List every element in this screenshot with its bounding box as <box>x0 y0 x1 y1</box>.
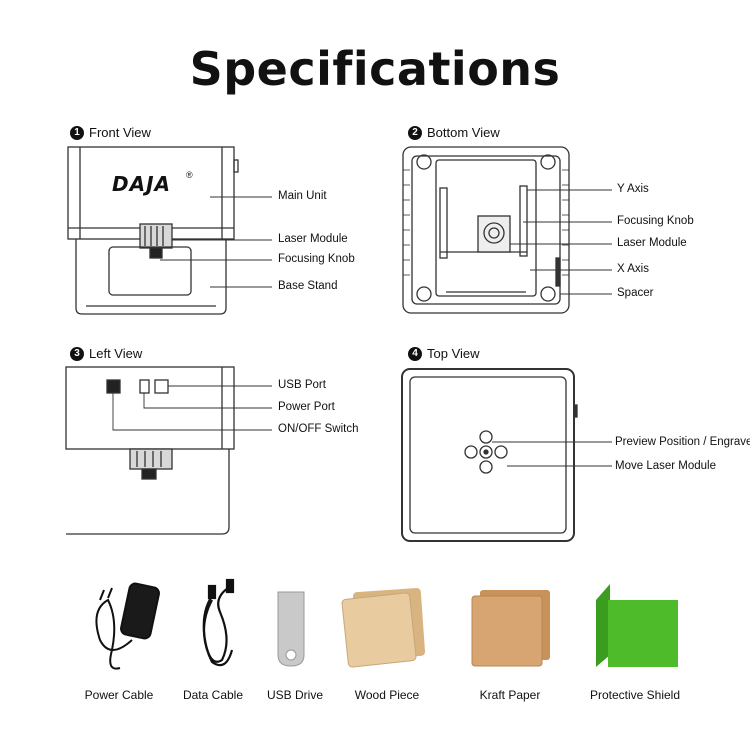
section-front-view: 1 Front View <box>70 125 151 140</box>
left-view-drawing <box>65 366 272 535</box>
label-spacer: Spacer <box>617 287 654 299</box>
label-focusing-knob: Focusing Knob <box>278 253 355 265</box>
section-left-view: 3 Left View <box>70 346 142 361</box>
label-power-cable: Power Cable <box>84 688 154 702</box>
power-cable-icon <box>95 582 160 670</box>
usb-drive-icon <box>277 591 305 667</box>
section-number: 3 <box>70 346 84 361</box>
label-laser-module: Laser Module <box>278 233 348 245</box>
kraft-paper-icon <box>471 590 550 667</box>
label-usb-port: USB Port <box>278 379 326 391</box>
section-label: Left View <box>89 346 143 361</box>
label-move-laser-module: Move Laser Module <box>615 460 716 472</box>
label-base-stand: Base Stand <box>278 280 338 292</box>
label-x-axis: X Axis <box>617 263 649 275</box>
label-focusing-knob: Focusing Knob <box>617 215 694 227</box>
label-kraft-paper: Kraft Paper <box>479 688 541 702</box>
label-y-axis: Y Axis <box>617 183 649 195</box>
section-label: Top View <box>427 346 480 361</box>
label-data-cable: Data Cable <box>182 688 244 702</box>
label-main-unit: Main Unit <box>278 190 327 202</box>
section-label: Front View <box>89 125 151 140</box>
wood-piece-icon <box>341 587 426 668</box>
section-bottom-view: 2 Bottom View <box>408 125 500 140</box>
label-on-off-switch: ON/OFF Switch <box>278 423 359 435</box>
label-preview-engrave: Preview Position / Engrave <box>615 436 750 448</box>
protective-shield-icon <box>596 584 678 667</box>
section-number: 1 <box>70 125 84 140</box>
top-view-drawing <box>401 368 612 542</box>
label-usb-drive: USB Drive <box>266 688 323 702</box>
label-power-port: Power Port <box>278 401 335 413</box>
registered-mark: ® <box>186 170 193 180</box>
bottom-view-drawing <box>402 146 612 314</box>
section-top-view: 4 Top View <box>408 346 480 361</box>
label-protective-shield: Protective Shield <box>589 688 681 702</box>
front-view-drawing <box>67 146 272 315</box>
section-number: 4 <box>408 346 422 361</box>
section-label: Bottom View <box>427 125 500 140</box>
label-wood-piece: Wood Piece <box>354 688 420 702</box>
label-laser-module: Laser Module <box>617 237 687 249</box>
section-number: 2 <box>408 125 422 140</box>
data-cable-icon <box>202 578 235 667</box>
brand-logo: DAJA <box>112 172 171 196</box>
page-title: Specifications <box>189 42 561 96</box>
